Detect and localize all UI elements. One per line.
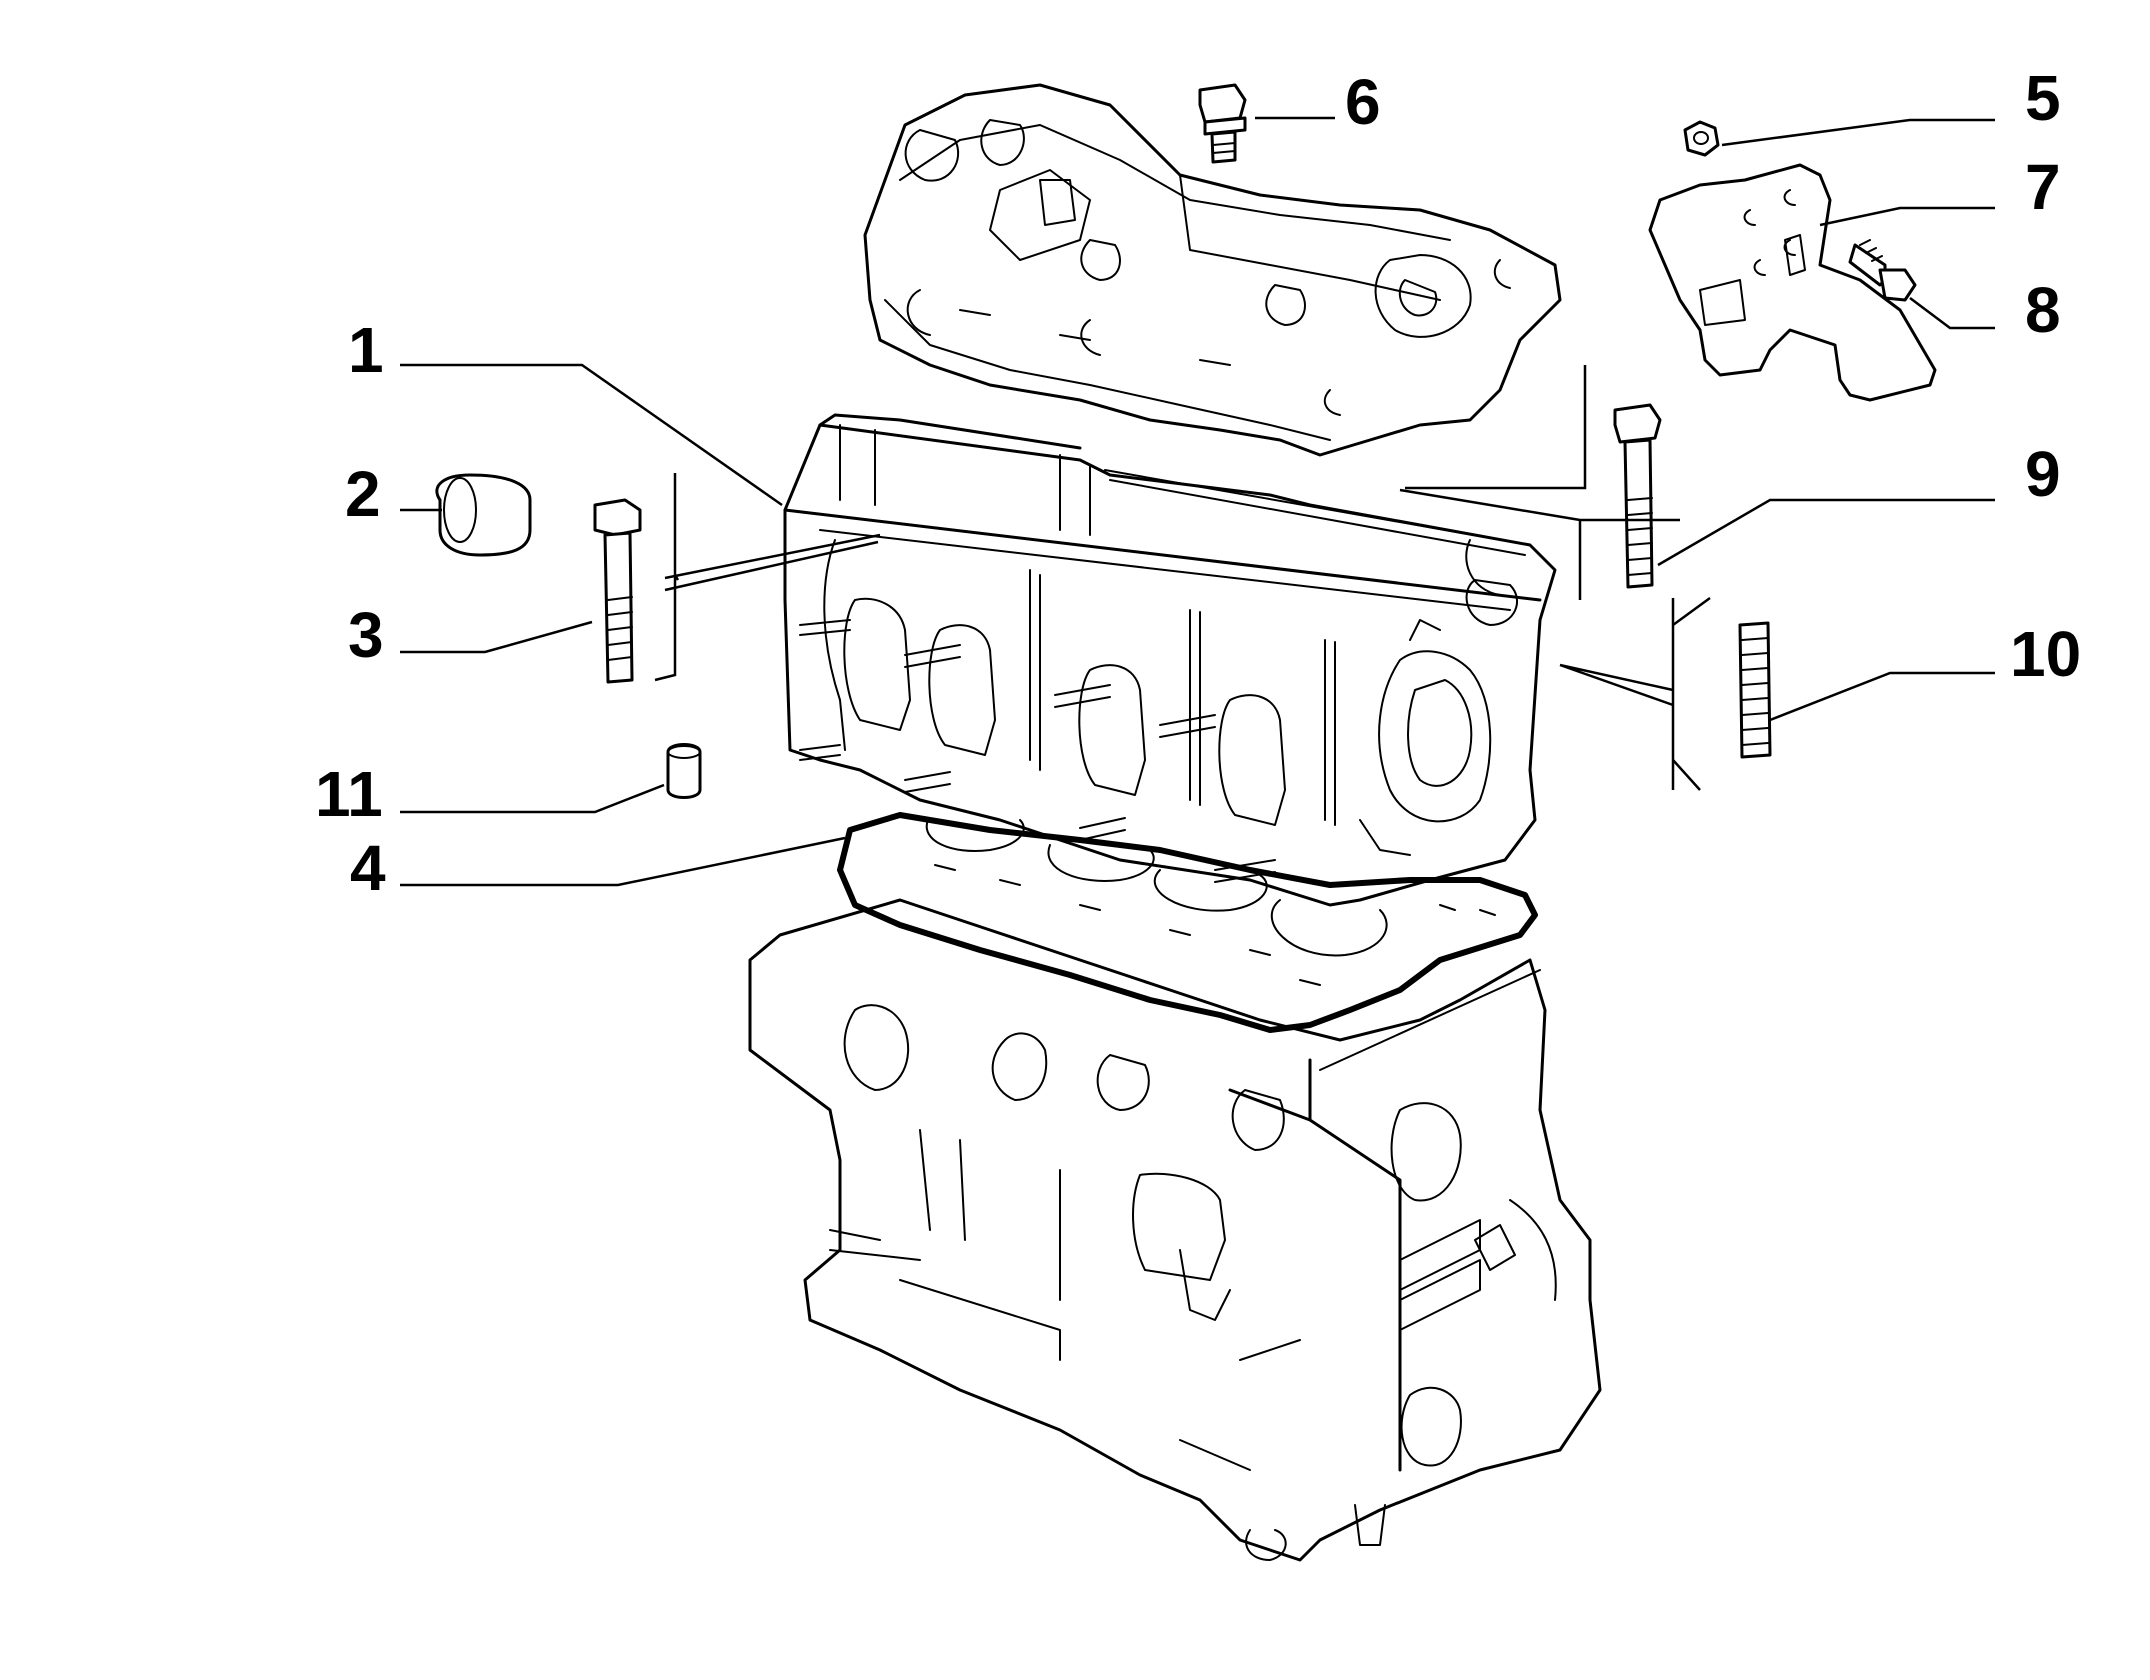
cylinder-head <box>783 413 1557 907</box>
callout-7: 7 <box>2025 151 2061 223</box>
nut <box>1683 120 1720 157</box>
bracket-bolt <box>1848 239 1917 302</box>
callout-3: 3 <box>348 599 384 671</box>
callout-6: 6 <box>1345 66 1381 138</box>
callout-11: 11 <box>315 758 383 830</box>
leader-lines <box>400 116 1995 887</box>
callout-4: 4 <box>350 832 386 904</box>
dowel-bush <box>666 743 702 799</box>
engine-block <box>748 898 1602 1562</box>
callout-10: 10 <box>2010 618 2082 690</box>
callout-2: 2 <box>345 458 381 530</box>
callout-5: 5 <box>2025 62 2061 134</box>
head-bolt <box>593 498 642 684</box>
callout-8: 8 <box>2025 274 2061 346</box>
lifting-bracket <box>1648 163 1937 402</box>
cover-bolt <box>1198 83 1247 164</box>
stud <box>1738 621 1772 759</box>
callout-9: 9 <box>2025 438 2061 510</box>
valve-cover <box>863 83 1562 457</box>
long-bolt <box>1613 403 1662 589</box>
tappet <box>435 473 532 557</box>
head-gasket <box>837 812 1538 1033</box>
callout-1: 1 <box>348 314 384 386</box>
